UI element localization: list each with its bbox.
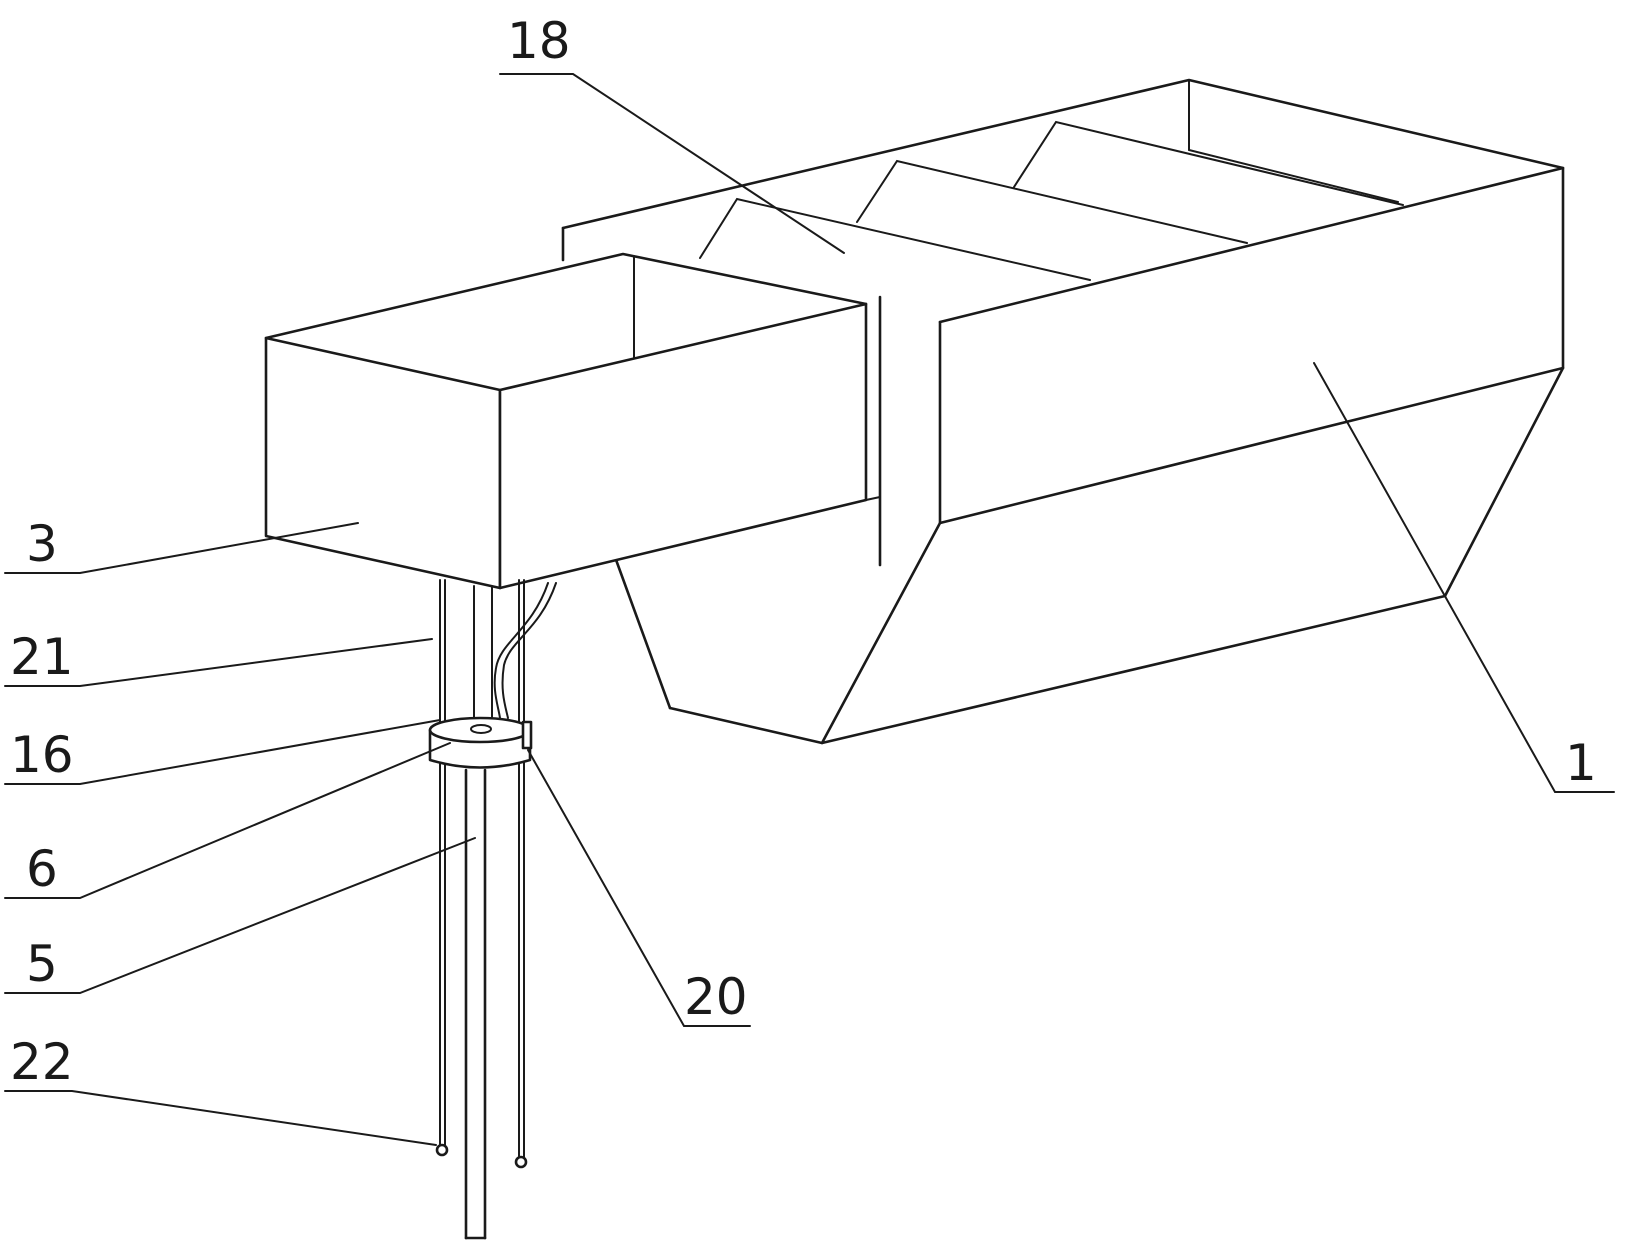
collar-clamp — [521, 720, 533, 750]
tank-partition-3 — [1013, 120, 1404, 206]
hose-1 — [501, 582, 557, 719]
tank-hopper-right-diag — [1443, 366, 1565, 598]
small-tank — [264, 252, 881, 590]
label-18: 18 — [507, 12, 571, 70]
leader-18 — [499, 73, 845, 254]
leader-6 — [4, 742, 451, 899]
main-tank — [561, 78, 1565, 745]
label-1: 1 — [1565, 734, 1597, 792]
left-rod-foot — [435, 1143, 449, 1157]
label-20: 20 — [684, 968, 748, 1026]
tank-hopper-left — [613, 555, 672, 710]
pipe-assembly — [428, 579, 557, 1240]
tank-hopper-front-diag — [820, 521, 942, 745]
leader-16 — [4, 719, 441, 785]
part-labels: 18 3 21 16 6 5 22 20 1 — [10, 12, 1597, 1091]
label-21: 21 — [10, 628, 74, 686]
collar-top — [428, 716, 532, 744]
tank-partition-2 — [856, 159, 1248, 244]
collar-hole — [470, 724, 492, 734]
leader-1 — [1313, 362, 1615, 793]
small-tank-top-rim — [264, 252, 868, 340]
right-rod-foot — [514, 1155, 528, 1169]
label-22: 22 — [10, 1033, 74, 1091]
tank-partition-1 — [699, 197, 1091, 281]
label-5: 5 — [26, 935, 58, 993]
leader-22 — [4, 1090, 437, 1146]
hose-2 — [493, 582, 549, 719]
leader-3 — [4, 522, 359, 574]
tank-top-rim — [561, 78, 1565, 324]
leader-20 — [527, 749, 751, 1027]
leader-21 — [4, 638, 433, 687]
leader-lines — [4, 73, 1615, 1146]
label-6: 6 — [26, 840, 58, 898]
label-16: 16 — [10, 726, 74, 784]
label-3: 3 — [26, 515, 58, 573]
small-tank-connector — [865, 496, 881, 501]
tank-inner-back-edge — [1188, 149, 1399, 203]
tank-hopper-bottom — [668, 594, 1447, 745]
tank-front-upper-face — [938, 166, 1565, 525]
small-tank-left-face — [264, 336, 502, 590]
leader-5 — [4, 837, 476, 994]
small-tank-front-face — [498, 302, 868, 590]
